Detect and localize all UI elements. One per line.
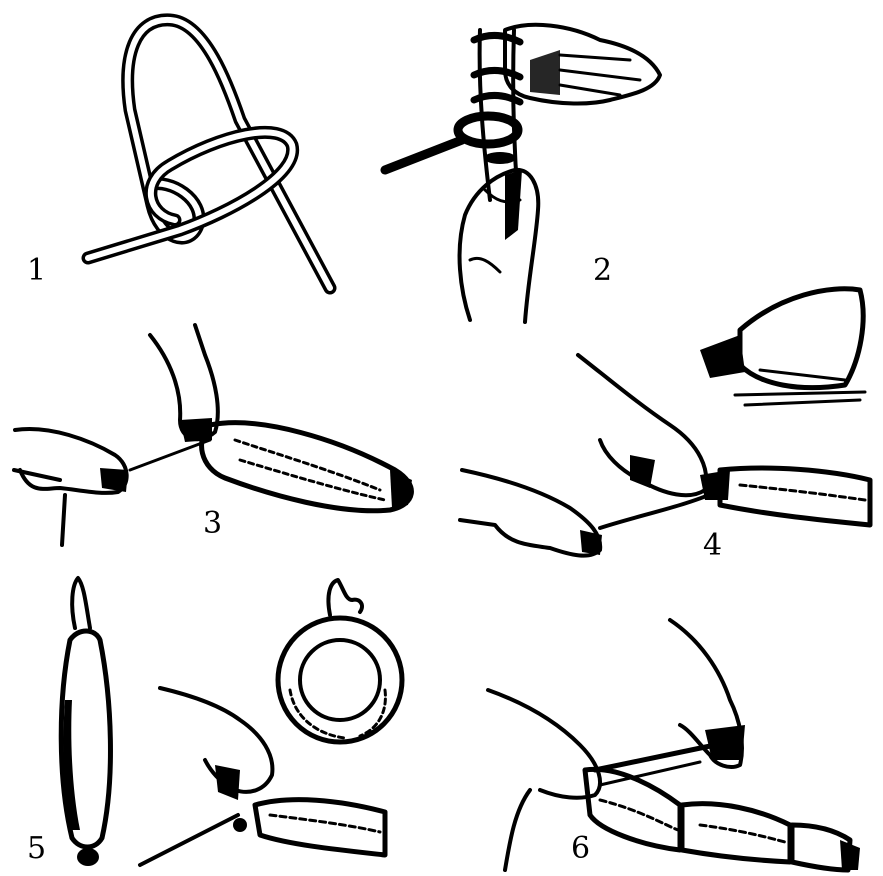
panel-5-number: 5 [27,831,46,866]
panel-5-finished-sausages [61,578,402,866]
panel-2-number: 2 [593,253,612,288]
panel-4-twisting-links [460,289,870,556]
panel-1-knot-diagram [88,20,330,288]
panel-6-separating-links [488,620,860,870]
panel-3-number: 3 [203,506,222,541]
panel-4-number: 4 [703,528,722,563]
panel-2-tying-hands [385,25,660,322]
panel-1-number: 1 [27,253,46,288]
panel-6-number: 6 [571,831,590,866]
